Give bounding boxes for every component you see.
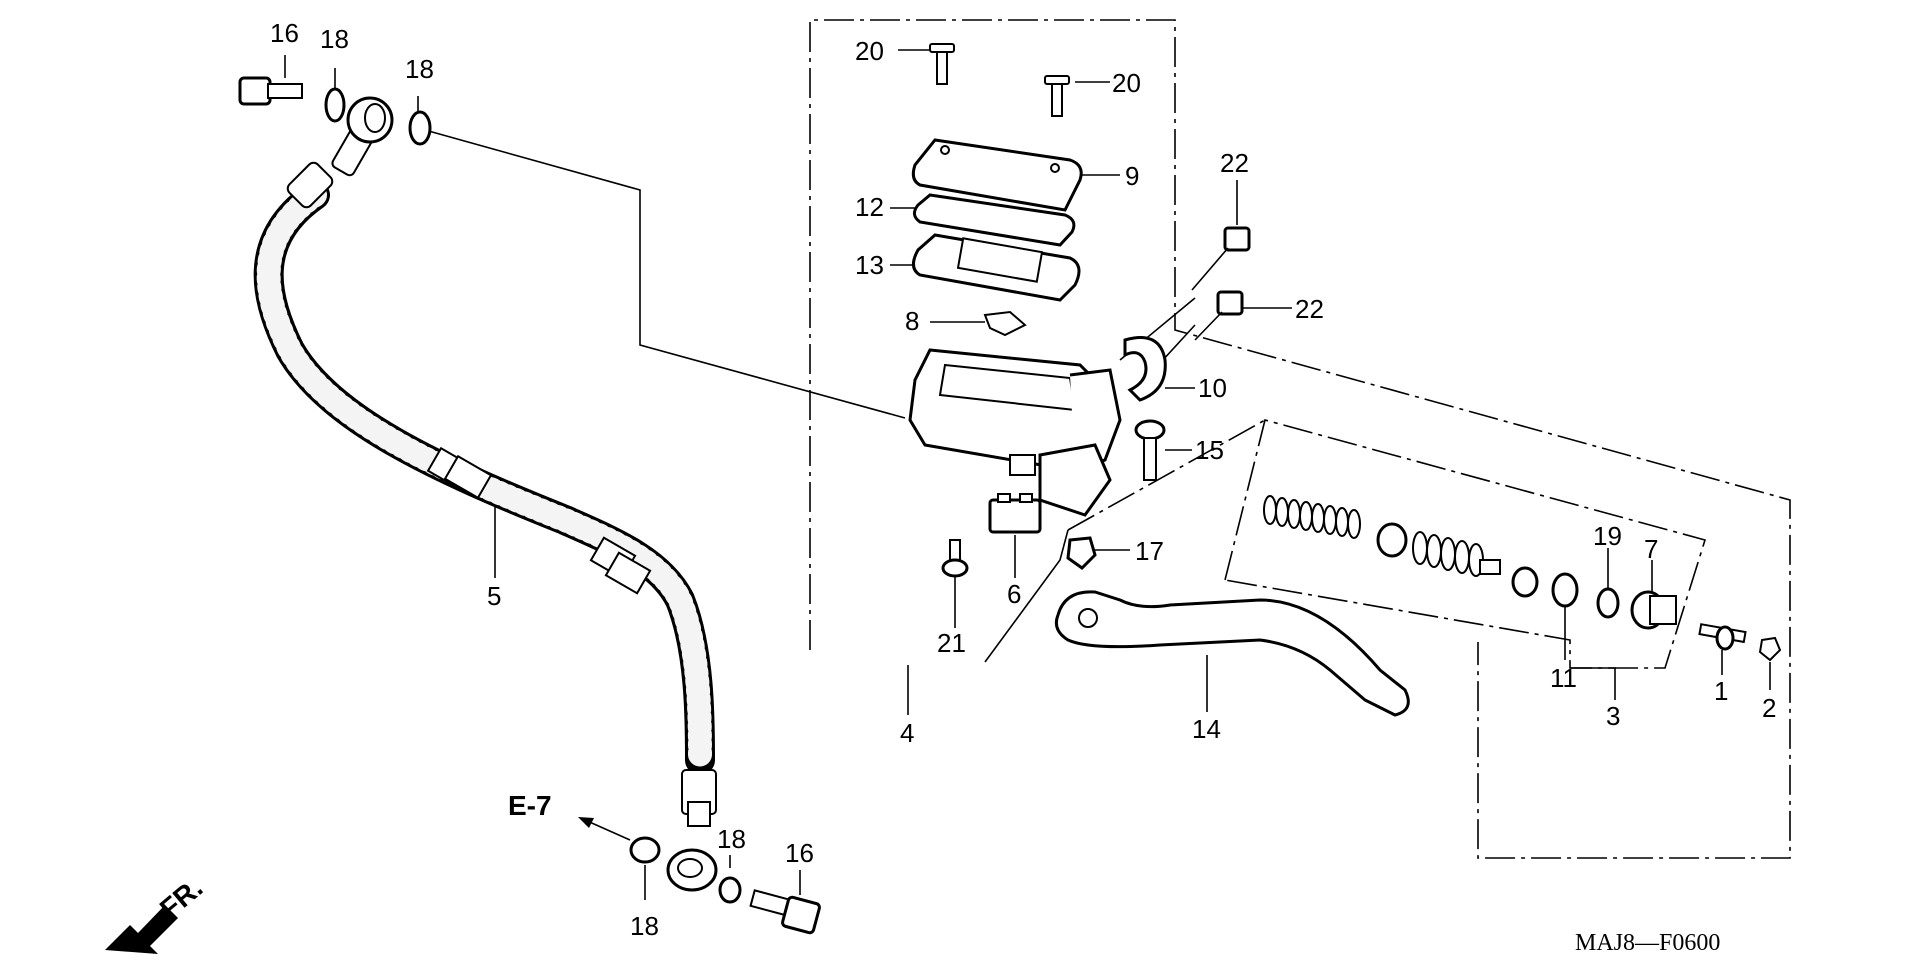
callout-lever: 14 (1192, 714, 1221, 744)
screw-20-a (929, 43, 955, 85)
reservoir-plate (913, 193, 1076, 247)
callout-screw-20-b: 20 (1112, 68, 1141, 98)
reference-arrowhead (578, 817, 594, 828)
callout-cap: 9 (1125, 161, 1139, 191)
callout-hose: 5 (487, 581, 501, 611)
callout-push-rod: 1 (1714, 676, 1728, 706)
callout-washer-18-top-b: 18 (405, 54, 434, 84)
brake-lever (1054, 590, 1410, 717)
piston-cup (1511, 566, 1539, 598)
adjuster (1630, 590, 1677, 630)
pivot-bolt (1134, 419, 1166, 481)
callout-pivot-bolt: 15 (1195, 435, 1224, 465)
piston-set-group-frame (1224, 419, 1707, 669)
callout-holder: 10 (1198, 373, 1227, 403)
piston-seal (1376, 522, 1408, 558)
callout-float: 8 (905, 306, 919, 336)
piston-spring (1263, 495, 1361, 539)
diagram-code: MAJ8—F0600 (1575, 930, 1720, 956)
callout-switch: 6 (1007, 579, 1021, 609)
callout-adjuster: 7 (1644, 534, 1658, 564)
push-rod (1698, 623, 1747, 651)
screw-20-b (1044, 75, 1070, 117)
cap-nut (1758, 636, 1782, 662)
callout-cap-nut: 2 (1762, 693, 1776, 723)
callout-bolt-16-top: 16 (270, 18, 299, 48)
callout-reference: E-7 (508, 790, 552, 821)
top-washer-a (324, 87, 346, 123)
float-piece (983, 310, 1027, 337)
direction-arrow (105, 905, 178, 954)
callout-bolt-16-bottom: 16 (785, 838, 814, 868)
dust-boot (1551, 572, 1579, 608)
callout-bolt-22-a: 22 (1220, 148, 1249, 178)
switch-screw-21 (941, 539, 969, 578)
callout-bolt-22-b: 22 (1295, 294, 1324, 324)
bottom-banjo-bolt (749, 889, 821, 935)
lever-nut (1066, 536, 1097, 570)
callout-boot: 11 (1550, 663, 1577, 693)
hose-leader-line (424, 129, 906, 419)
piston-body (1412, 531, 1501, 577)
holder-bolt-22-a (1191, 226, 1251, 291)
callout-master-cylinder: 4 (900, 718, 914, 748)
brake-light-switch (988, 493, 1042, 534)
master-cylinder-body (908, 348, 1122, 517)
bottom-washer-a (629, 836, 661, 864)
bottom-banjo-eye (666, 848, 718, 892)
callout-screw-21: 21 (937, 628, 966, 658)
reservoir-cap (911, 138, 1083, 212)
top-banjo-eye (346, 96, 394, 144)
top-banjo-bolt (238, 76, 303, 106)
bottom-washer-b (718, 876, 742, 904)
callout-washer-18-bottom-b: 18 (717, 824, 746, 854)
callout-washer-18-top-a: 18 (320, 24, 349, 54)
lever-holder (1123, 336, 1167, 402)
screw21-frame-leader (984, 529, 1069, 663)
callout-plate: 12 (855, 192, 884, 222)
callout-circlip: 19 (1593, 521, 1622, 551)
master-cylinder-group-frame (809, 19, 1791, 859)
callout-piston-set: 3 (1606, 701, 1620, 731)
reference-arrow (584, 819, 631, 841)
top-washer-b (408, 110, 432, 146)
piston-set-leader (1570, 667, 1616, 700)
callout-diaphragm: 13 (855, 250, 884, 280)
switch-frame-line (1067, 419, 1266, 531)
callout-screw-20-a: 20 (855, 36, 884, 66)
callout-nut: 17 (1135, 536, 1164, 566)
circlip (1596, 587, 1620, 619)
holder-bolt-22-b (1194, 290, 1244, 341)
callout-washer-18-bottom-a: 18 (630, 911, 659, 941)
brake-hose (253, 127, 717, 827)
